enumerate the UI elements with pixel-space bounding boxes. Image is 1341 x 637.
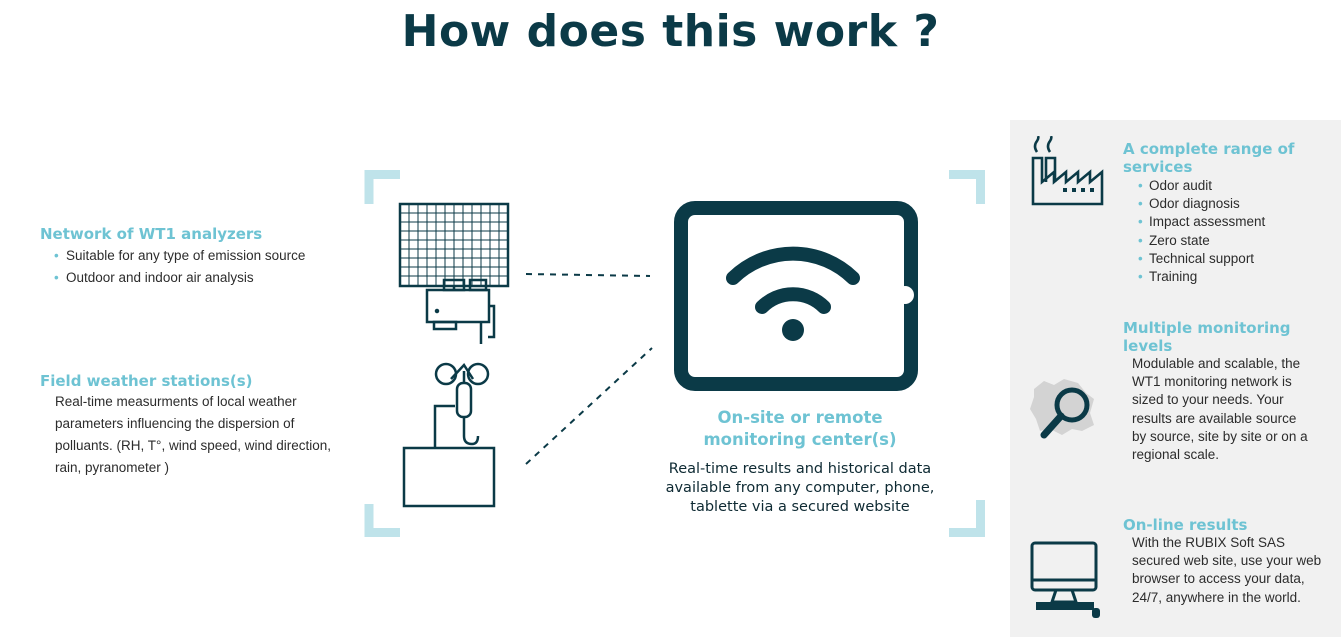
online-results-heading: On-line results bbox=[1123, 516, 1248, 534]
weather-heading: Field weather stations(s) bbox=[40, 372, 253, 390]
list-item: Training bbox=[1138, 268, 1338, 286]
services-list: Odor audit Odor diagnosis Impact assessm… bbox=[1138, 177, 1338, 286]
weather-section: Field weather stations(s) Real-time meas… bbox=[40, 372, 360, 479]
page-title: How does this work ? bbox=[401, 6, 940, 57]
dashed-connectors bbox=[525, 273, 653, 465]
tablet-wifi-icon bbox=[674, 201, 918, 391]
monitoring-diagram bbox=[364, 170, 985, 537]
list-item: Zero state bbox=[1138, 232, 1338, 250]
services-panel: A complete range of services Odor audit … bbox=[1010, 120, 1341, 637]
list-item: Outdoor and indoor air analysis bbox=[54, 267, 360, 289]
network-list: Suitable for any type of emission source… bbox=[54, 245, 360, 289]
list-item: Odor audit bbox=[1138, 177, 1338, 195]
weather-text: Real-time measurments of local weather p… bbox=[55, 394, 332, 475]
weather-station-icon bbox=[402, 362, 496, 508]
computer-icon bbox=[1030, 541, 1100, 618]
factory-icon bbox=[1031, 136, 1104, 206]
monitoring-levels-heading: Multiple monitoring levels bbox=[1123, 319, 1291, 355]
analyzer-icon bbox=[398, 202, 510, 344]
monitoring-levels-text: Modulable and scalable, the WT1 monitori… bbox=[1132, 356, 1308, 463]
corner-brackets bbox=[364, 170, 985, 537]
network-heading: Network of WT1 analyzers bbox=[40, 225, 263, 243]
online-results-text: With the RUBIX Soft SAS secured web site… bbox=[1132, 535, 1322, 605]
network-section: Network of WT1 analyzers Suitable for an… bbox=[40, 225, 360, 289]
list-item: Technical support bbox=[1138, 250, 1338, 268]
services-heading: A complete range of services bbox=[1123, 140, 1295, 176]
monitoring-center-heading: On-site or remote monitoring center(s) bbox=[703, 408, 897, 449]
list-item: Impact assessment bbox=[1138, 213, 1338, 231]
list-item: Suitable for any type of emission source bbox=[54, 245, 360, 267]
monitoring-center-description: Real-time results and historical data av… bbox=[665, 461, 935, 515]
magnifier-map-icon bbox=[1030, 379, 1094, 439]
list-item: Odor diagnosis bbox=[1138, 195, 1338, 213]
